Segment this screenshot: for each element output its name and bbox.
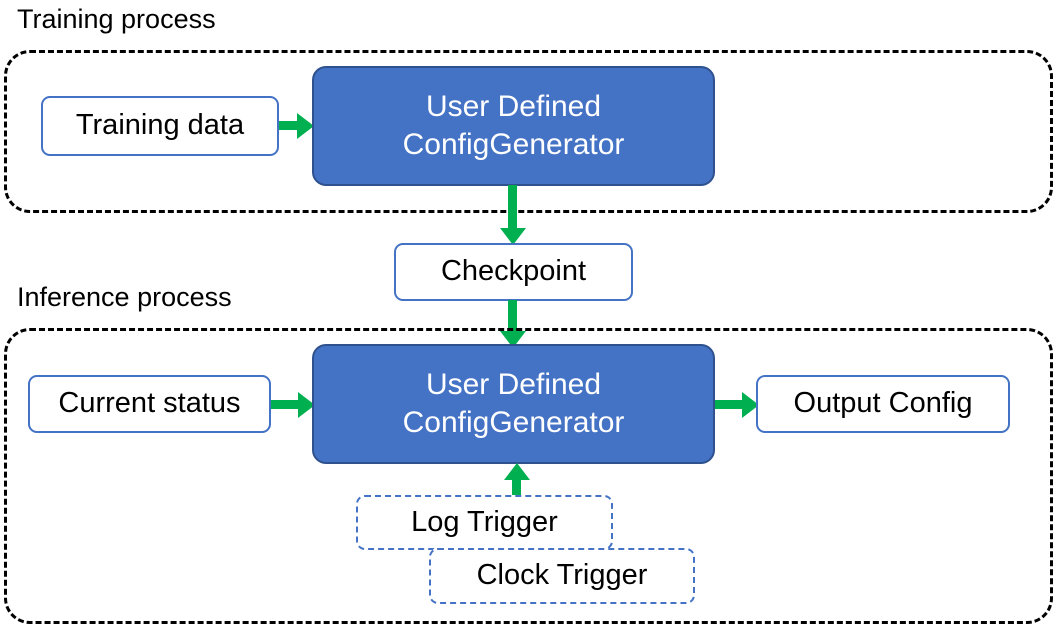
arrow-head-right-icon	[298, 392, 315, 418]
arrow-shaft	[271, 400, 300, 409]
arrow-shaft	[508, 300, 517, 333]
node-udcg-training-line2: ConfigGenerator	[402, 128, 625, 161]
node-checkpoint[interactable]: Checkpoint	[394, 243, 633, 301]
node-log-trigger-label: Log Trigger	[411, 505, 558, 538]
node-output-config-label: Output Config	[793, 387, 973, 420]
node-udcg-inference-line2: ConfigGenerator	[402, 406, 625, 439]
arrow-head-up-icon	[504, 463, 530, 480]
arrow-head-right-icon	[742, 392, 759, 418]
arrow-head-down-icon	[500, 331, 526, 348]
arrow-triggers-to-inference-process	[504, 463, 530, 503]
arrow-training-process-to-checkpoint	[500, 185, 526, 245]
training-process-group	[4, 50, 1053, 213]
arrow-shaft	[715, 400, 744, 409]
node-log-trigger[interactable]: Log Trigger	[356, 495, 613, 550]
arrow-shaft	[279, 121, 299, 130]
inference-process-title: Inference process	[17, 282, 232, 312]
arrow-checkpoint-to-inference-process	[500, 300, 526, 348]
node-output-config[interactable]: Output Config	[756, 375, 1010, 433]
node-training-data-label: Training data	[75, 109, 245, 142]
arrow-head-right-icon	[297, 113, 314, 139]
node-current-status-label: Current status	[58, 387, 241, 420]
node-user-defined-config-generator-training[interactable]: User Defined ConfigGenerator	[312, 66, 715, 186]
arrow-current-status-to-inference-process	[271, 392, 315, 418]
arrow-inference-process-to-output-config	[715, 392, 759, 418]
training-process-title: Training process	[17, 4, 216, 34]
node-clock-trigger-label: Clock Trigger	[476, 559, 648, 592]
node-checkpoint-label: Checkpoint	[440, 255, 587, 288]
node-udcg-training-line1: User Defined	[425, 89, 602, 123]
arrow-shaft	[512, 478, 521, 503]
inference-process-group	[4, 328, 1053, 624]
node-training-data[interactable]: Training data	[41, 96, 279, 156]
node-udcg-inference-line1: User Defined	[425, 367, 602, 401]
node-user-defined-config-generator-inference[interactable]: User Defined ConfigGenerator	[312, 344, 715, 464]
node-clock-trigger[interactable]: Clock Trigger	[429, 548, 695, 604]
arrow-shaft	[508, 185, 517, 230]
arrow-training-data-to-process	[279, 113, 314, 139]
node-current-status[interactable]: Current status	[28, 375, 271, 433]
arrow-head-down-icon	[500, 228, 526, 245]
